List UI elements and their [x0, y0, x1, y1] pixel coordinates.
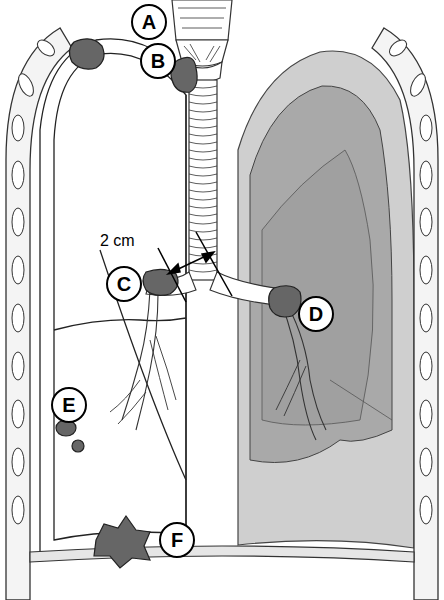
dimension-marker	[202, 252, 214, 262]
right-lung	[54, 53, 186, 540]
chest-wall	[34, 37, 57, 59]
chest-wall	[420, 496, 432, 524]
callout-circle: A	[131, 4, 167, 40]
callout-letter: E	[62, 395, 75, 415]
callout-circle: F	[159, 522, 195, 558]
dimension-marker	[168, 264, 180, 274]
chest-wall	[407, 72, 428, 99]
right-lung	[54, 318, 186, 330]
diaphragm	[30, 546, 414, 562]
dimension-label: 2 cm	[100, 232, 135, 250]
callout-letter: B	[151, 51, 165, 71]
right-lung	[185, 95, 186, 534]
tumor	[72, 440, 84, 452]
bronchial-tree	[122, 290, 158, 430]
callout-letter: A	[142, 12, 156, 32]
callout-circle: C	[106, 266, 142, 302]
trachea	[189, 80, 217, 280]
chest-wall	[420, 304, 432, 332]
chest-wall	[420, 161, 432, 189]
callout-circle: D	[298, 296, 334, 332]
chest-wall	[12, 208, 24, 236]
callout-letter: C	[117, 274, 131, 294]
chest-wall	[12, 496, 24, 524]
diaphragm	[30, 546, 414, 562]
chest-wall	[420, 115, 432, 141]
dimension-marker	[196, 232, 232, 296]
chest-wall	[12, 400, 24, 428]
bronchial-tree	[276, 360, 306, 416]
right-lung	[40, 39, 192, 555]
chest-wall	[12, 37, 432, 524]
chest-wall	[372, 28, 438, 600]
chest-wall	[420, 208, 432, 236]
right-lung	[40, 39, 192, 555]
chest-wall	[420, 352, 432, 380]
chest-wall	[12, 352, 24, 380]
chest-wall	[12, 256, 24, 284]
chest-wall	[12, 304, 24, 332]
larynx	[172, 0, 232, 40]
callout-circle: E	[51, 387, 87, 423]
tumor	[94, 516, 150, 568]
chest-wall	[12, 448, 24, 476]
chest-wall	[6, 28, 72, 600]
larynx	[178, 8, 226, 28]
chest-wall	[12, 115, 24, 141]
tumor	[56, 39, 301, 568]
left-lung	[250, 86, 392, 463]
chest-wall	[386, 37, 409, 59]
bronchial-tree	[110, 272, 326, 440]
callout-letter: D	[309, 304, 323, 324]
tumor	[69, 39, 104, 69]
left-lung	[262, 150, 373, 425]
trachea	[189, 80, 217, 280]
right-lung	[100, 250, 186, 480]
bronchial-tree	[110, 336, 176, 424]
callout-letter: F	[171, 530, 183, 550]
chest-wall	[6, 28, 438, 600]
tumor	[269, 286, 301, 317]
chest-wall	[420, 448, 432, 476]
chest-wall	[15, 72, 36, 99]
chest-wall	[420, 400, 432, 428]
chest-wall	[420, 256, 432, 284]
left-lung	[330, 380, 392, 420]
dimension-marker	[158, 232, 232, 302]
callout-circle: B	[140, 43, 176, 79]
chest-wall	[12, 161, 24, 189]
dimension-marker	[158, 248, 186, 302]
